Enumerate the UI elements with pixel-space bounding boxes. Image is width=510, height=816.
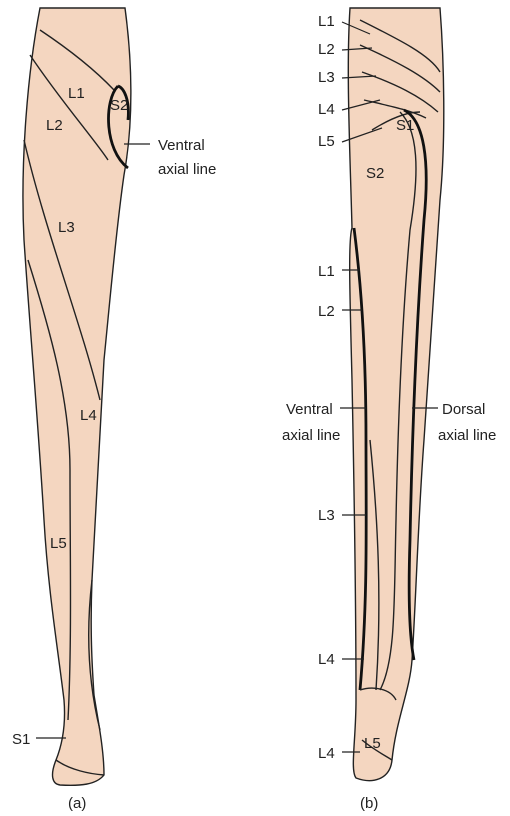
- label-l1-a: L1: [68, 85, 85, 102]
- ventral-label-b-line2: axial line: [282, 427, 340, 444]
- caption-a: (a): [68, 795, 86, 812]
- label-l5-top-b: L5: [318, 133, 335, 150]
- label-l4-foot-b: L4: [318, 745, 335, 762]
- label-l3-top-b: L3: [318, 69, 335, 86]
- dorsal-label-b-line2: axial line: [438, 427, 496, 444]
- label-l5-foot-b: L5: [364, 735, 381, 752]
- label-l1-mid-b: L1: [318, 263, 335, 280]
- label-l4-top-b: L4: [318, 101, 335, 118]
- label-l5-a: L5: [50, 535, 67, 552]
- ventral-label-a-line1: Ventral: [158, 137, 205, 154]
- panel-a: L1 S2 L2 L3 L4 L5 S1 Ventral axial line …: [12, 8, 216, 812]
- ventral-label-b-line1: Ventral: [286, 401, 333, 418]
- label-l4-low-b: L4: [318, 651, 335, 668]
- caption-b: (b): [360, 795, 378, 812]
- label-s1-b: S1: [396, 117, 414, 134]
- dorsal-label-b-line1: Dorsal: [442, 401, 485, 418]
- label-s1-a: S1: [12, 731, 30, 748]
- label-s2-b: S2: [366, 165, 384, 182]
- label-l4-a: L4: [80, 407, 97, 424]
- label-l1-top-b: L1: [318, 13, 335, 30]
- label-s2-a: S2: [110, 97, 128, 114]
- label-l3-a: L3: [58, 219, 75, 236]
- label-l2-mid-b: L2: [318, 303, 335, 320]
- label-l2-a: L2: [46, 117, 63, 134]
- ventral-label-a-line2: axial line: [158, 161, 216, 178]
- label-l2-top-b: L2: [318, 41, 335, 58]
- leg-a-silhouette: [23, 8, 131, 785]
- panel-b: L1 L2 L3 L4 L5 S1 S2 L1 L2 Ventral axial…: [282, 8, 496, 812]
- label-l3-low-b: L3: [318, 507, 335, 524]
